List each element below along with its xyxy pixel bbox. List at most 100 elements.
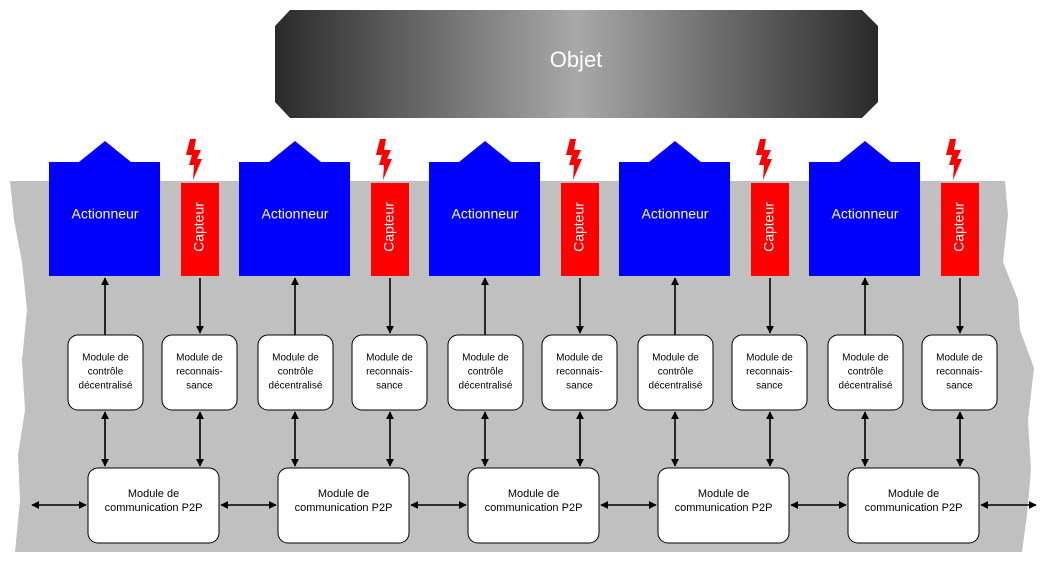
p2p-module-label: communication P2P [295, 502, 393, 514]
recognition-module-label: Module de [176, 353, 223, 364]
sensor-shape [561, 183, 599, 276]
sensor-label: Capteur [381, 202, 397, 252]
control-module-label: Module de [462, 353, 509, 364]
actuator-shape [239, 141, 350, 276]
recognition-module-label: sance [376, 381, 403, 392]
p2p-module: Module de communication P2P [657, 467, 790, 544]
actuator-label: Actionneur [642, 206, 709, 222]
recognition-module-label: sance [946, 381, 973, 392]
p2p-module-box [87, 467, 220, 544]
lightning-icon [566, 139, 582, 180]
actuator-block: Actionneur [619, 141, 730, 276]
p2p-module: Module de communication P2P [467, 467, 600, 544]
actuator-block: Actionneur [429, 141, 540, 276]
control-module-label: Module de [82, 353, 129, 364]
recognition-module: Module de reconnais-sance [921, 334, 998, 411]
recognition-module-label: sance [186, 381, 213, 392]
control-module-label: Module de [272, 353, 319, 364]
recognition-module-label: reconnais- [556, 367, 603, 378]
p2p-module-box [657, 467, 790, 544]
p2p-module-label: communication P2P [485, 502, 583, 514]
recognition-module-box [161, 334, 238, 411]
recognition-module-box [731, 334, 808, 411]
actuator-label: Actionneur [452, 206, 519, 222]
actuator-shape [619, 141, 730, 276]
recognition-module-label: sance [756, 381, 783, 392]
actuator-shape [809, 141, 920, 276]
sensor-block: Capteur [181, 183, 219, 276]
recognition-module-box [921, 334, 998, 411]
p2p-module-label: communication P2P [105, 502, 203, 514]
sensor-block: Capteur [751, 183, 789, 276]
p2p-module: Module de communication P2P [847, 467, 980, 544]
object-label: Objet [550, 47, 603, 72]
sensor-shape [371, 183, 409, 276]
p2p-module-box [847, 467, 980, 544]
sensor-block: Capteur [561, 183, 599, 276]
control-module-label: décentralisé [459, 381, 513, 392]
actuator-shape [429, 141, 540, 276]
object-shape [275, 10, 878, 118]
recognition-module-box [541, 334, 618, 411]
control-module-label: contrôle [278, 367, 314, 378]
actuator-shape [49, 141, 160, 276]
sensor-block: Capteur [371, 183, 409, 276]
recognition-module-label: reconnais- [746, 367, 793, 378]
recognition-module: Module de reconnais-sance [541, 334, 618, 411]
control-module: Module de contrôle décentralisé [637, 334, 714, 411]
sensor-shape [751, 183, 789, 276]
control-module-label: contrôle [848, 367, 884, 378]
recognition-module-label: reconnais- [366, 367, 413, 378]
lightning-icon [756, 139, 772, 180]
sensor-shape [941, 183, 979, 276]
actuator-label: Actionneur [72, 206, 139, 222]
p2p-module-label: Module de [508, 488, 559, 500]
recognition-module: Module de reconnais-sance [731, 334, 808, 411]
recognition-module-label: Module de [746, 353, 793, 364]
control-module-label: décentralisé [269, 381, 323, 392]
actuator-block: Actionneur [49, 141, 160, 276]
sensor-label: Capteur [571, 202, 587, 252]
actuator-block: Actionneur [239, 141, 350, 276]
control-module: Module de contrôle décentralisé [67, 334, 144, 411]
sensor-block: Capteur [941, 183, 979, 276]
control-module-label: décentralisé [79, 381, 133, 392]
lightning-icon [376, 139, 392, 180]
actuator-label: Actionneur [262, 206, 329, 222]
p2p-module-label: communication P2P [865, 502, 963, 514]
recognition-module-label: sance [566, 381, 593, 392]
p2p-module-box [467, 467, 600, 544]
object-box: Objet [275, 10, 878, 118]
recognition-module-label: Module de [556, 353, 603, 364]
actuator-block: Actionneur [809, 141, 920, 276]
lightning-icon [186, 139, 202, 180]
control-module-label: décentralisé [839, 381, 893, 392]
actuator-label: Actionneur [832, 206, 899, 222]
recognition-module-label: Module de [936, 353, 983, 364]
control-module-label: Module de [842, 353, 889, 364]
recognition-module-label: reconnais- [936, 367, 983, 378]
p2p-module-label: communication P2P [675, 502, 773, 514]
p2p-module-label: Module de [318, 488, 369, 500]
sensor-shape [181, 183, 219, 276]
recognition-module-box [351, 334, 428, 411]
p2p-module-box [277, 467, 410, 544]
control-module-label: contrôle [88, 367, 124, 378]
sensor-label: Capteur [951, 202, 967, 252]
control-module-label: Module de [652, 353, 699, 364]
control-module-label: décentralisé [649, 381, 703, 392]
p2p-module-label: Module de [888, 488, 939, 500]
p2p-module-label: Module de [698, 488, 749, 500]
control-module-label: contrôle [658, 367, 694, 378]
